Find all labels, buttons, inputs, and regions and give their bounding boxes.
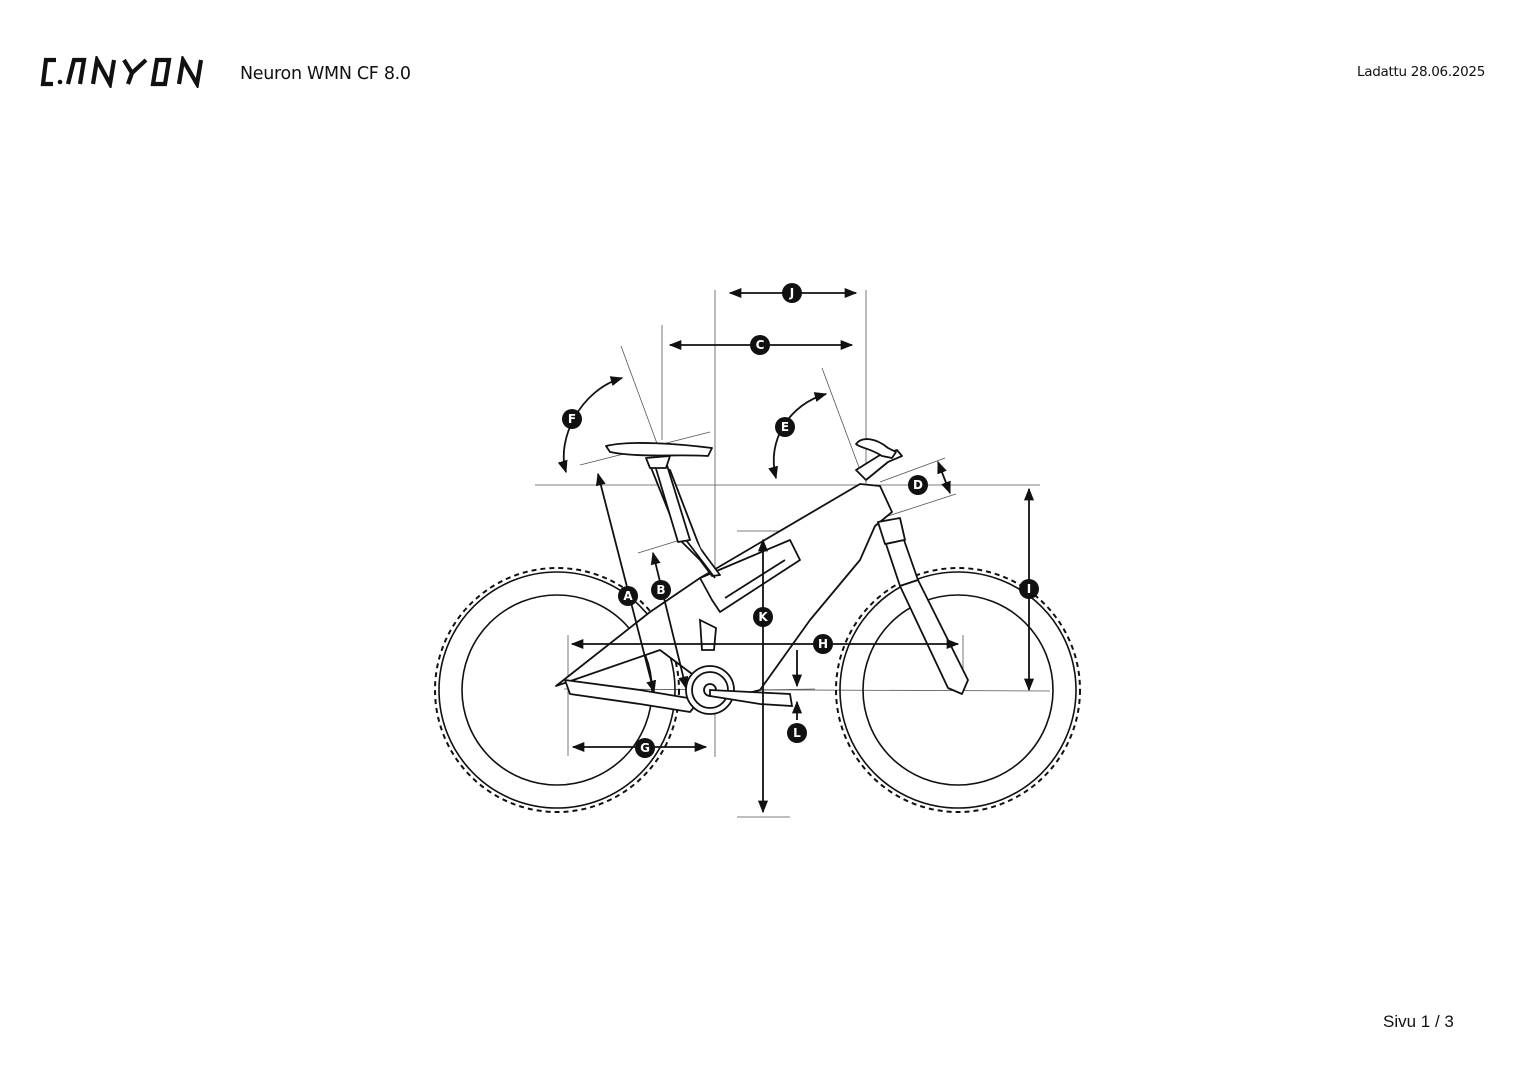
label-c: C — [750, 335, 770, 355]
svg-text:B: B — [656, 583, 665, 597]
svg-text:D: D — [913, 478, 923, 492]
label-f: F — [562, 409, 582, 429]
svg-text:K: K — [758, 610, 768, 624]
svg-text:I: I — [1027, 582, 1031, 596]
svg-text:J: J — [789, 286, 794, 300]
label-k: K — [753, 607, 773, 627]
label-h: H — [813, 634, 833, 654]
svg-text:G: G — [640, 741, 650, 755]
label-d: D — [908, 475, 928, 495]
label-l: L — [787, 723, 807, 743]
bike-model-name: Neuron WMN CF 8.0 — [240, 64, 411, 84]
page-number: Sivu 1 / 3 — [1383, 1012, 1454, 1031]
label-j: J — [782, 283, 802, 303]
canyon-logo — [40, 56, 218, 88]
svg-text:H: H — [818, 637, 828, 651]
canyon-logo-mark — [40, 56, 204, 88]
svg-text:L: L — [793, 726, 801, 740]
front-wheel — [835, 567, 1081, 813]
crankset — [685, 618, 794, 715]
label-a: A — [618, 586, 638, 606]
seat — [605, 442, 713, 543]
label-b: B — [651, 580, 671, 600]
label-i: I — [1019, 579, 1039, 599]
svg-text:E: E — [781, 420, 789, 434]
handlebar — [855, 438, 903, 481]
svg-text:A: A — [623, 589, 633, 603]
svg-text:C: C — [756, 338, 765, 352]
label-e: E — [775, 417, 795, 437]
label-g: G — [635, 738, 655, 758]
front-fork — [877, 517, 969, 695]
svg-text:F: F — [568, 412, 576, 426]
page-header: Neuron WMN CF 8.0 Ladattu 28.06.2025 — [0, 0, 1527, 110]
download-date: Ladattu 28.06.2025 — [1357, 64, 1485, 80]
